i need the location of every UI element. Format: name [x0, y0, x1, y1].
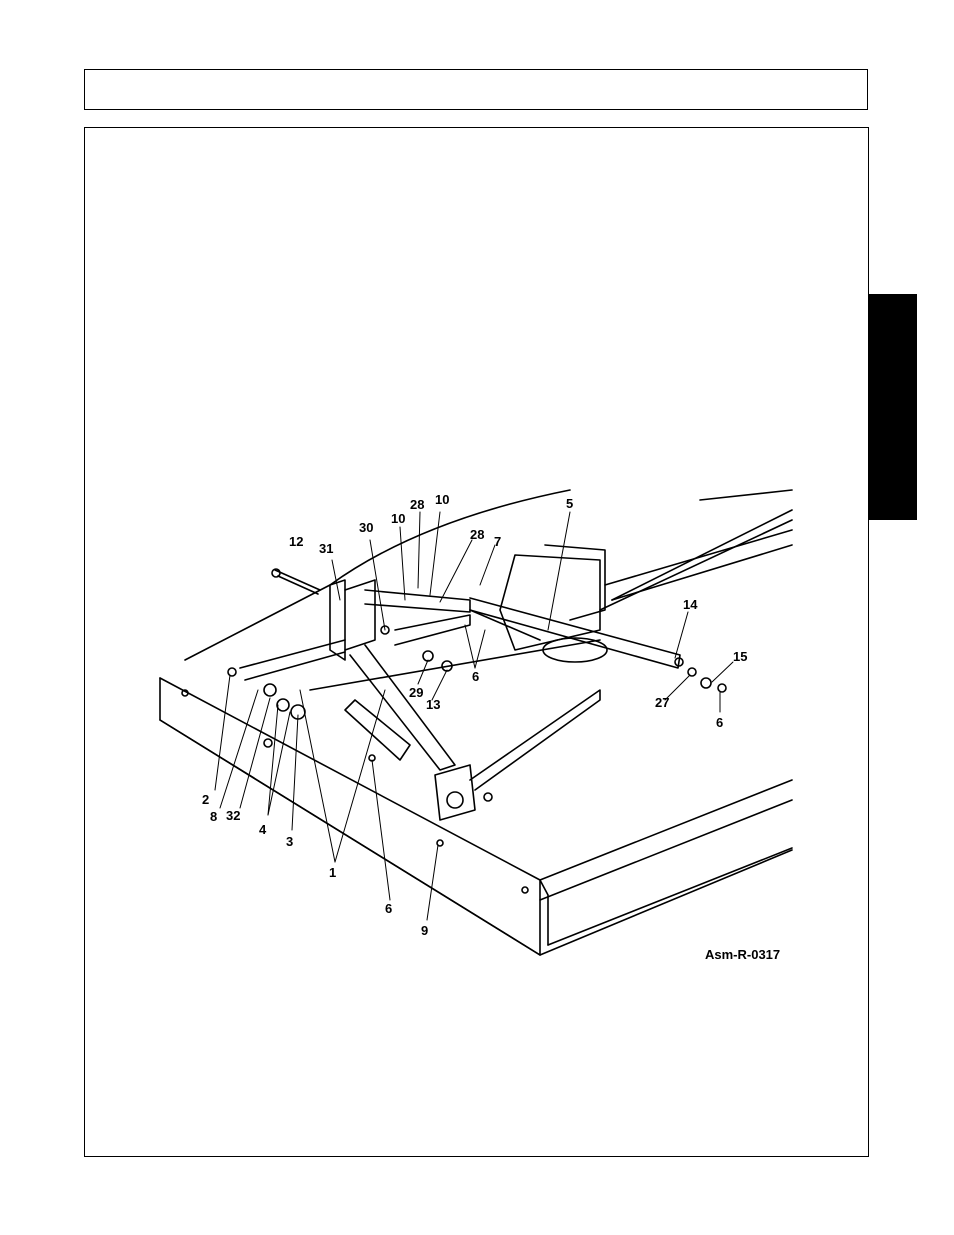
callout-27: 27 — [655, 696, 669, 709]
callout-6-center: 6 — [472, 670, 479, 683]
drawing-id-label: Asm-R-0317 — [705, 947, 780, 962]
callout-1: 1 — [329, 866, 336, 879]
callout-3: 3 — [286, 835, 293, 848]
callout-29: 29 — [409, 686, 423, 699]
callout-6-right: 6 — [716, 716, 723, 729]
callout-28-lower: 28 — [470, 528, 484, 541]
callout-6-lower: 6 — [385, 902, 392, 915]
page-header-box — [84, 69, 868, 110]
callout-28-upper: 28 — [410, 498, 424, 511]
section-tab — [869, 294, 917, 520]
callout-9: 9 — [421, 924, 428, 937]
callout-5: 5 — [566, 497, 573, 510]
mower-hitch-assembly-drawing — [150, 480, 810, 980]
callout-12: 12 — [289, 535, 303, 548]
callout-14: 14 — [683, 598, 697, 611]
callout-32: 32 — [226, 809, 240, 822]
callout-15: 15 — [733, 650, 747, 663]
callout-10-right: 10 — [435, 493, 449, 506]
callout-4: 4 — [259, 823, 266, 836]
callout-31: 31 — [319, 542, 333, 555]
callout-2: 2 — [202, 793, 209, 806]
callout-7: 7 — [494, 535, 501, 548]
callout-8: 8 — [210, 810, 217, 823]
callout-30: 30 — [359, 521, 373, 534]
callout-10-left: 10 — [391, 512, 405, 525]
callout-13: 13 — [426, 698, 440, 711]
